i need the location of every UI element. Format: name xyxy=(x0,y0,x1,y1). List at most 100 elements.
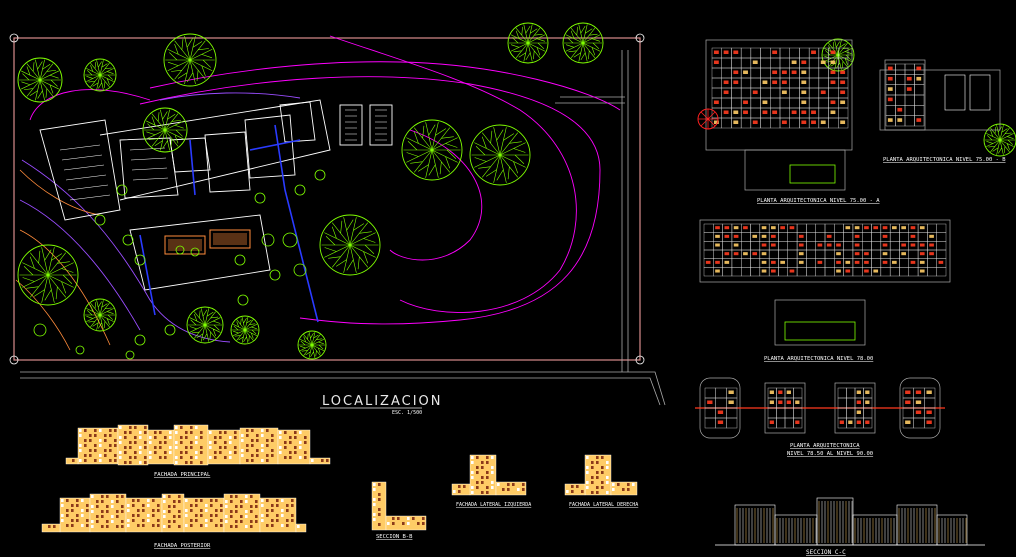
room-cell xyxy=(704,387,716,399)
window xyxy=(373,518,376,521)
window xyxy=(209,456,212,459)
furniture-block xyxy=(778,390,783,394)
window xyxy=(486,491,489,494)
window xyxy=(109,449,112,452)
room-cell xyxy=(808,67,820,79)
window xyxy=(266,459,269,462)
window xyxy=(210,504,213,507)
window xyxy=(261,504,264,507)
window xyxy=(81,514,84,517)
furniture-block xyxy=(915,390,922,394)
window xyxy=(205,519,208,522)
window xyxy=(147,514,150,517)
window xyxy=(200,446,203,449)
window xyxy=(185,499,188,502)
room-cell xyxy=(846,387,856,399)
window xyxy=(86,519,89,522)
room-cell xyxy=(789,77,800,89)
window xyxy=(502,488,505,491)
furniture-block xyxy=(752,60,758,64)
window xyxy=(471,486,474,489)
room-cell xyxy=(927,223,937,233)
tree-symbol xyxy=(142,107,188,153)
window xyxy=(271,519,274,522)
window xyxy=(173,515,176,518)
furniture-block xyxy=(887,87,893,91)
window xyxy=(627,483,630,486)
furniture-block xyxy=(801,100,807,104)
window xyxy=(286,509,289,512)
window xyxy=(79,449,82,452)
room-cell xyxy=(895,63,906,75)
room-cell xyxy=(818,77,829,89)
contour-lines-orange xyxy=(15,169,111,351)
central-plaza xyxy=(164,229,251,255)
window xyxy=(476,466,479,469)
window xyxy=(294,446,297,449)
room-cell xyxy=(784,417,794,429)
window xyxy=(266,439,269,442)
furniture-block xyxy=(864,226,869,230)
furniture-block xyxy=(887,76,893,81)
furniture-block xyxy=(772,80,778,84)
window xyxy=(164,456,167,459)
furniture-block xyxy=(781,120,787,124)
furniture-block xyxy=(820,90,826,94)
window xyxy=(101,510,104,513)
furniture-block xyxy=(752,234,758,238)
window xyxy=(71,519,74,522)
furniture-block xyxy=(865,400,870,404)
window xyxy=(144,426,147,429)
window xyxy=(116,510,119,513)
contour-lines xyxy=(29,35,621,325)
window xyxy=(463,485,466,488)
window xyxy=(245,525,248,528)
room-cell xyxy=(793,417,803,429)
window xyxy=(284,441,287,444)
window xyxy=(225,500,228,503)
window xyxy=(294,436,297,439)
window xyxy=(284,456,287,459)
room-cell xyxy=(750,258,761,268)
window xyxy=(591,476,594,479)
window xyxy=(279,451,282,454)
window xyxy=(134,436,137,439)
room-cell xyxy=(779,107,790,119)
furniture-block xyxy=(724,252,730,256)
window xyxy=(481,461,484,464)
room-cell xyxy=(722,267,733,277)
window xyxy=(185,509,188,512)
window xyxy=(175,431,178,434)
window xyxy=(458,485,461,488)
furniture-block xyxy=(795,400,800,404)
window xyxy=(299,441,302,444)
floor-plan-level-range: PLANTA ARQUITECTONICA NIVEL 78.50 AL NIV… xyxy=(695,377,945,457)
window xyxy=(173,505,176,508)
window xyxy=(114,444,117,447)
furniture-block xyxy=(830,80,836,84)
window xyxy=(129,461,132,464)
window xyxy=(234,446,237,449)
window xyxy=(190,426,193,429)
furniture-block xyxy=(781,70,787,74)
room-cell xyxy=(806,241,816,251)
window xyxy=(190,441,193,444)
window xyxy=(91,510,94,513)
window xyxy=(109,444,112,447)
window xyxy=(79,444,82,447)
furniture-block xyxy=(752,252,758,256)
window xyxy=(101,525,104,528)
window xyxy=(251,439,254,442)
window xyxy=(241,454,244,457)
room-cell xyxy=(904,115,915,127)
window xyxy=(132,499,135,502)
window xyxy=(250,495,253,498)
window xyxy=(596,471,599,474)
window xyxy=(185,436,188,439)
window xyxy=(279,431,282,434)
site-roads xyxy=(20,50,666,406)
window xyxy=(294,451,297,454)
window xyxy=(214,436,217,439)
window xyxy=(91,520,94,523)
